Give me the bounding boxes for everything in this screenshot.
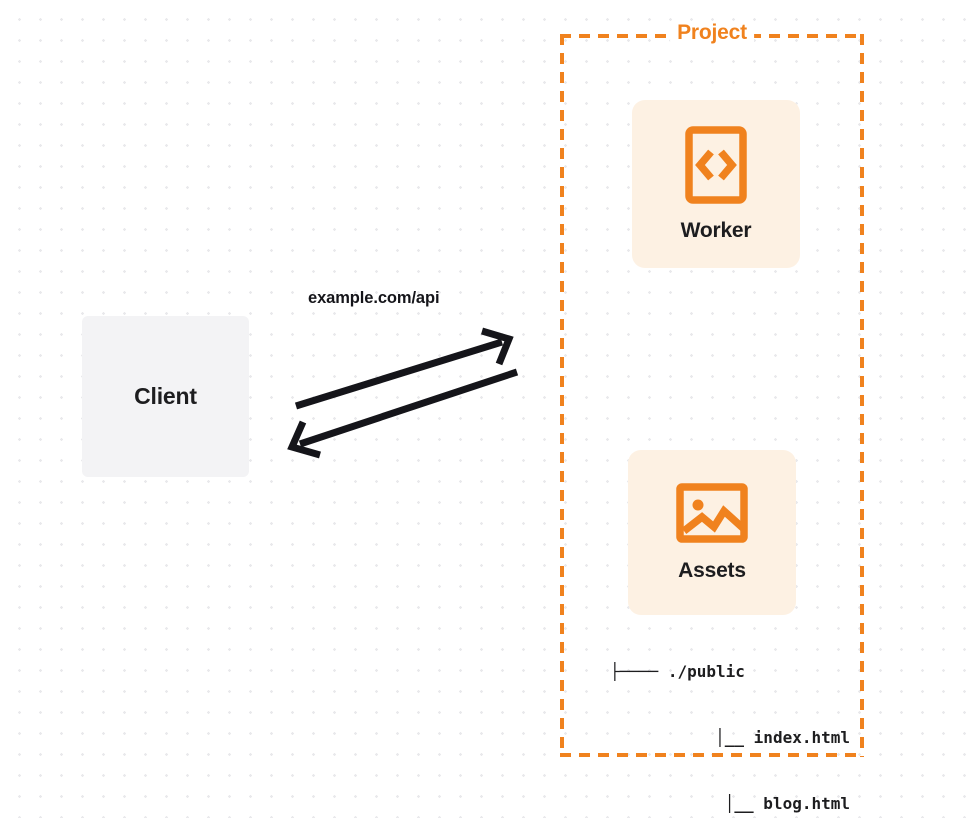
file-tree-name: blog.html	[763, 794, 850, 813]
project-border-left	[560, 34, 564, 757]
file-tree-branch: │__	[715, 728, 745, 747]
file-tree-name: index.html	[753, 728, 850, 747]
file-tree-root-branch: ├────	[610, 662, 659, 681]
arrow-left-icon	[287, 368, 519, 459]
file-tree-root: ├──── ./public	[604, 661, 850, 683]
service-card-assets: Assets	[628, 450, 796, 615]
code-brackets-icon	[685, 125, 747, 209]
project-border-bottom	[560, 753, 864, 757]
service-card-worker: Worker	[632, 100, 800, 268]
client-label: Client	[134, 383, 197, 409]
service-label-assets: Assets	[678, 559, 746, 582]
connection-label: example.com/api	[308, 289, 440, 307]
client-node: Client	[82, 316, 249, 477]
file-tree-root-name: ./public	[667, 662, 745, 681]
image-picture-icon	[676, 482, 748, 549]
arrow-right-icon	[294, 327, 514, 410]
asset-file-tree: ├──── ./public │__ index.html │__ blog.h…	[604, 617, 850, 818]
project-border-right	[860, 34, 864, 757]
file-tree-branch: │__	[724, 794, 754, 813]
service-label-worker: Worker	[680, 218, 752, 242]
project-container: Project Worker Assets	[560, 21, 864, 813]
file-tree-item: │__ index.html	[604, 727, 850, 749]
file-tree-item: │__ blog.html	[604, 793, 850, 815]
project-title: Project	[670, 21, 754, 45]
